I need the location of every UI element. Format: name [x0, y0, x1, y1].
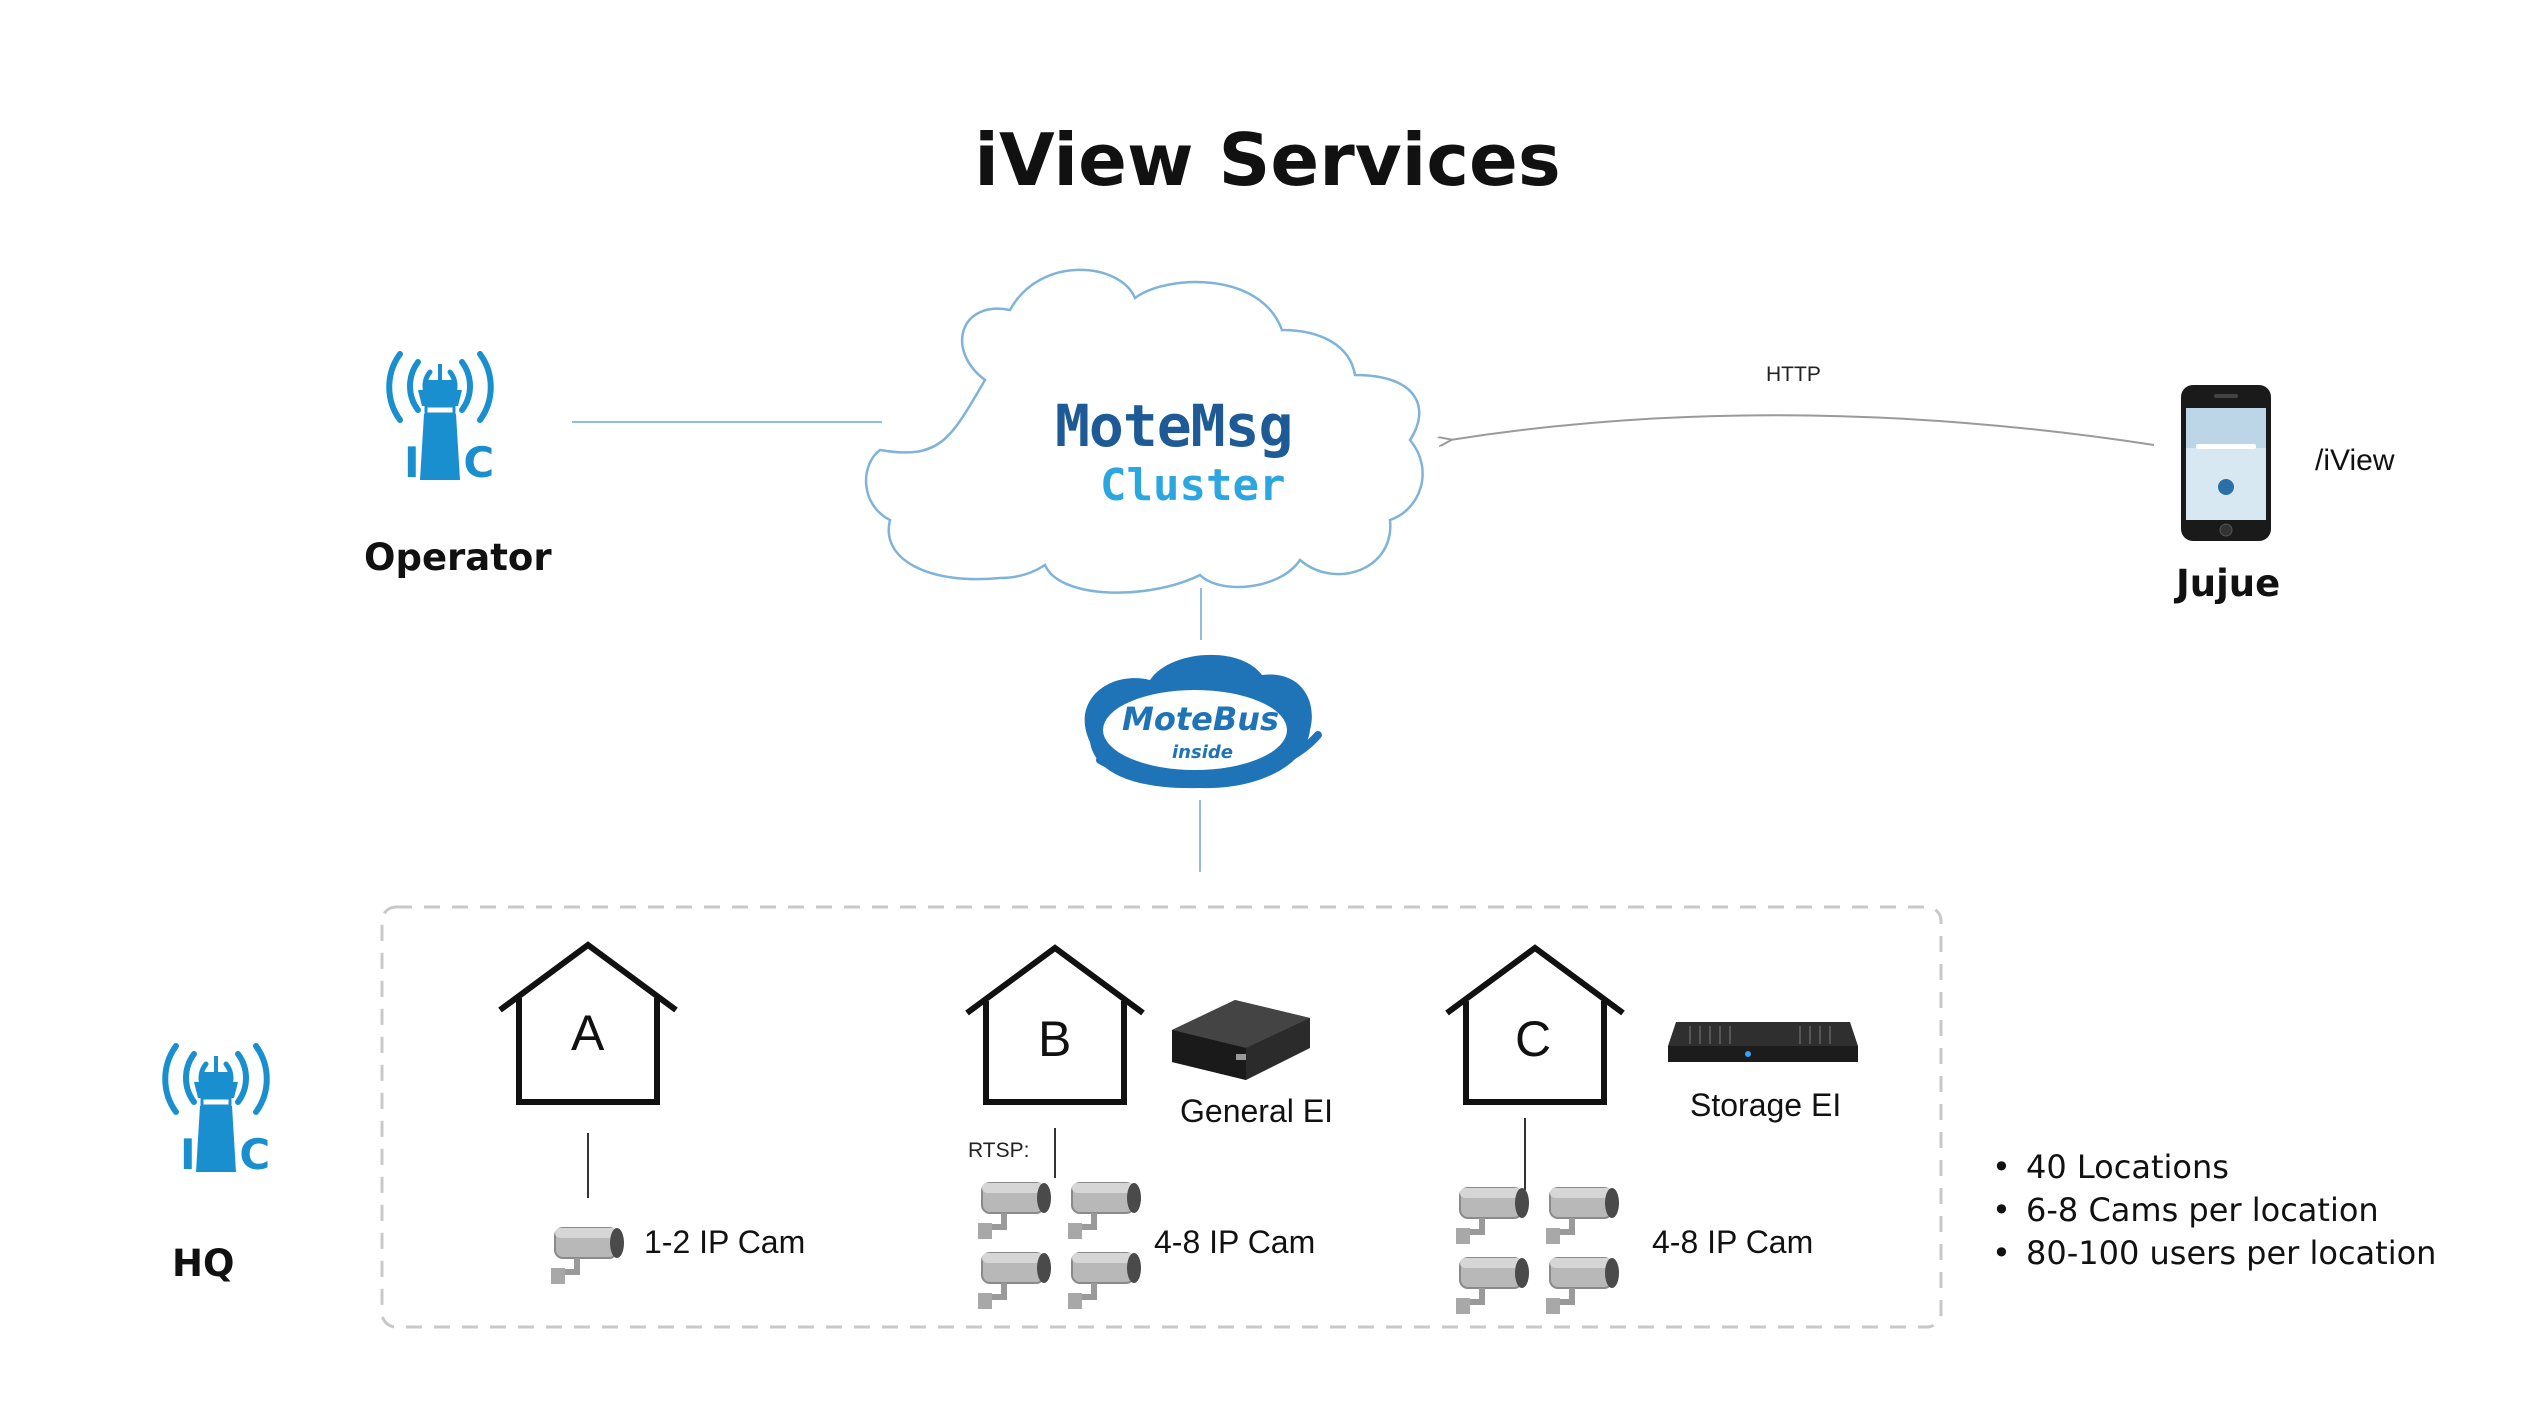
jujue-path: /iView	[2315, 444, 2395, 477]
house-a-walls	[516, 998, 660, 1105]
jujue-label: Jujue	[2176, 562, 2281, 605]
smartphone-graphic	[2181, 385, 2271, 541]
operator-label: Operator	[364, 536, 552, 579]
ip-camera-icon	[1546, 1257, 1619, 1314]
storage-ei-graphic	[1668, 1022, 1858, 1062]
location-c-cams: 4-8 IP Cam	[1652, 1224, 1814, 1260]
cluster-title: MoteMsg	[1055, 392, 1293, 460]
location-a-cams: 1-2 IP Cam	[644, 1224, 806, 1260]
ioc-operator-badge: IOC	[404, 438, 499, 487]
ip-camera-icon	[551, 1227, 624, 1284]
general-ei-label: General EI	[1180, 1093, 1333, 1129]
http-label: HTTP	[1766, 363, 1821, 386]
cluster-cloud-shape	[864, 268, 1424, 594]
page-title: iView Services	[974, 118, 1561, 202]
ip-camera-icon	[1456, 1257, 1529, 1314]
ip-camera-icon	[1068, 1182, 1141, 1239]
cluster-subtitle: Cluster	[1100, 460, 1286, 511]
hq-boundary	[380, 905, 1943, 1329]
ip-camera-icon	[1456, 1187, 1529, 1244]
summary-list: 40 Locations 6-8 Cams per location 80-10…	[1988, 1146, 2436, 1275]
storage-ei-label: Storage EI	[1690, 1087, 1842, 1123]
rtsp-label: RTSP:	[968, 1139, 1030, 1162]
general-ei-graphic	[1172, 1000, 1310, 1080]
ip-camera-icon	[978, 1252, 1051, 1309]
summary-item: 80-100 users per location	[1988, 1232, 2436, 1275]
location-b-cams: 4-8 IP Cam	[1154, 1224, 1316, 1260]
motebus-sub: inside	[1172, 742, 1233, 763]
ip-camera-icon	[978, 1182, 1051, 1239]
location-b-letter: B	[1038, 1011, 1072, 1067]
summary-item: 6-8 Cams per location	[1988, 1189, 2436, 1232]
location-c-letter: C	[1515, 1011, 1552, 1067]
http-arrow	[1450, 414, 2155, 445]
motebus-logo-graphic	[1084, 654, 1322, 789]
ip-camera-icon	[1546, 1187, 1619, 1244]
hq-label: HQ	[172, 1242, 235, 1285]
motebus-name: MoteBus	[1122, 700, 1280, 738]
ip-camera-icon	[1068, 1252, 1141, 1309]
ioc-hq-badge: IOC	[180, 1130, 275, 1179]
ip-camera-group	[551, 1182, 1619, 1314]
location-a-letter: A	[571, 1005, 605, 1061]
house-a-roof	[498, 941, 678, 1013]
summary-item: 40 Locations	[1988, 1146, 2436, 1189]
